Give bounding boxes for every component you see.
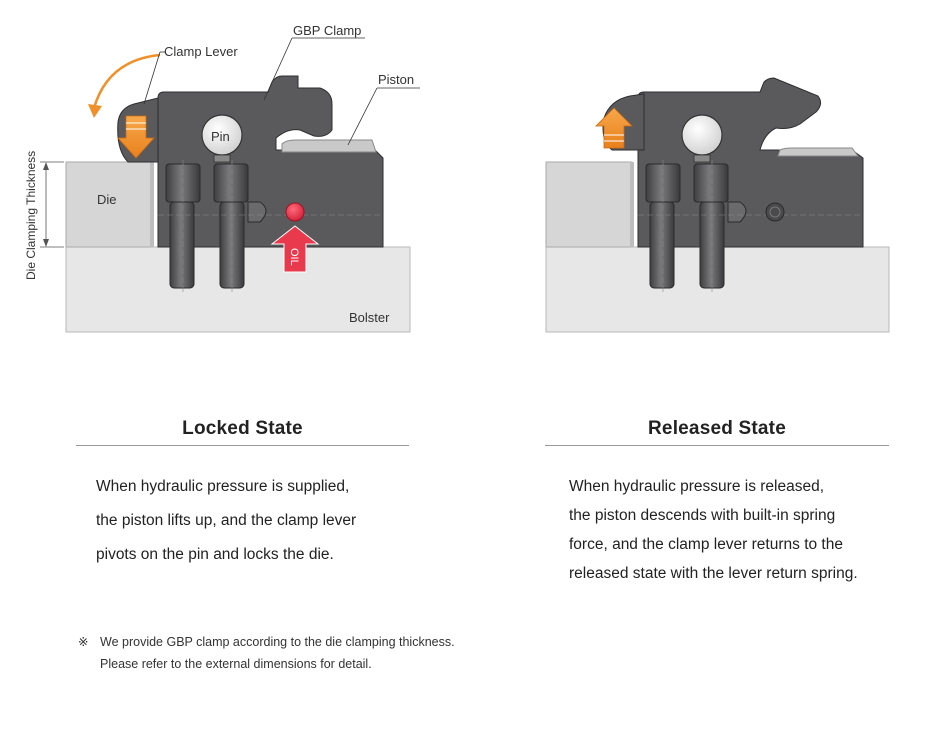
locked-line-1: When hydraulic pressure is supplied, — [96, 478, 350, 495]
die — [65, 161, 153, 248]
note-line-2: Please refer to the external dimensions … — [100, 657, 372, 671]
oil-label: OIL — [288, 248, 300, 266]
released-line-4: released state with the lever return spr… — [569, 565, 858, 582]
note-mark: ※ — [78, 635, 89, 649]
die-clamping-thickness-label: Die Clamping Thickness — [24, 151, 38, 280]
locked-diagram-svg: Bolster Die Pin OIL Clamp Lever GBP Clam… — [24, 23, 420, 333]
clamp-down-arrow — [117, 115, 155, 159]
die — [545, 161, 633, 248]
piston — [777, 147, 859, 157]
released-divider — [545, 445, 889, 446]
released-state-diagram — [470, 0, 925, 350]
released-line-3: force, and the clamp lever returns to th… — [569, 536, 843, 553]
rotation-arrow — [92, 53, 161, 109]
gbp-clamp-label: GBP Clamp — [293, 23, 361, 38]
pin-label: Pin — [211, 129, 230, 144]
locked-state-diagram: Bolster Die Pin OIL Clamp Lever GBP Clam… — [0, 0, 470, 350]
locked-description: When hydraulic pressure is supplied, the… — [96, 478, 356, 580]
released-description: When hydraulic pressure is released, the… — [569, 478, 858, 594]
oil-port — [285, 202, 305, 222]
clamp-lever-label: Clamp Lever — [164, 44, 238, 59]
piston-label: Piston — [378, 72, 414, 87]
locked-line-2: the piston lifts up, and the clamp lever — [96, 512, 357, 529]
bolster-label: Bolster — [349, 310, 390, 325]
released-diagram-svg — [545, 77, 890, 333]
released-line-2: the piston descends with built-in spring — [569, 507, 836, 524]
oil-port-closed — [765, 202, 785, 222]
locked-state-title: Locked State — [182, 418, 303, 439]
die-label: Die — [97, 192, 117, 207]
footnote: ※ We provide GBP clamp according to the … — [78, 632, 455, 676]
released-state-title: Released State — [648, 418, 786, 439]
note-line-1: We provide GBP clamp according to the di… — [100, 635, 455, 649]
piston — [281, 139, 377, 153]
locked-line-3: pivots on the pin and locks the die. — [96, 546, 334, 563]
bolt-left — [165, 163, 201, 289]
locked-divider — [76, 445, 409, 446]
oil-arrow — [270, 225, 320, 273]
pin — [681, 114, 723, 156]
released-line-1: When hydraulic pressure is released, — [569, 478, 825, 495]
release-up-arrow — [595, 107, 633, 149]
